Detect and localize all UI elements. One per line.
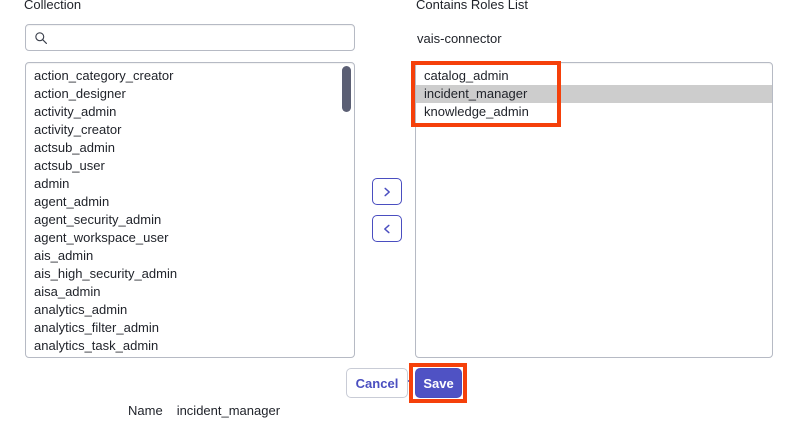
list-item[interactable]: action_category_creator (34, 68, 174, 83)
list-item[interactable]: agent_workspace_user (34, 230, 169, 245)
move-right-button[interactable] (372, 178, 402, 205)
list-item[interactable]: agent_admin (34, 194, 110, 209)
list-item[interactable]: activity_creator (34, 122, 122, 137)
name-label: Name (128, 403, 163, 418)
scrollbar-thumb[interactable] (342, 66, 351, 112)
list-item[interactable]: analytics_admin (34, 302, 128, 317)
list-item[interactable]: agent_security_admin (34, 212, 162, 227)
list-item[interactable]: admin (34, 176, 70, 191)
chevron-right-icon (381, 186, 393, 198)
name-value: incident_manager (176, 403, 281, 418)
save-button[interactable]: Save (415, 368, 462, 398)
list-item[interactable]: actsub_admin (34, 140, 115, 155)
list-item[interactable]: catalog_admin (424, 68, 509, 83)
list-item[interactable]: analytics_viewer (26, 355, 354, 357)
contains-roles-list-label: Contains Roles List (416, 0, 528, 12)
list-item[interactable]: ais_high_security_admin (34, 266, 178, 281)
collection-label: Collection (24, 0, 82, 12)
name-row: Name incident_manager (128, 403, 280, 419)
list-item[interactable]: aisa_admin (34, 284, 101, 299)
list-item[interactable]: ais_admin (34, 248, 94, 263)
list-item[interactable]: activity_admin (34, 104, 117, 119)
chevron-left-icon (381, 223, 393, 235)
list-item[interactable]: analytics_task_admin (34, 338, 159, 353)
list-item[interactable]: knowledge_admin (424, 104, 529, 119)
list-item[interactable]: action_designer (34, 86, 126, 101)
list-item[interactable]: actsub_user (34, 158, 105, 173)
search-box[interactable] (25, 24, 355, 51)
list-item[interactable]: analytics_filter_admin (34, 320, 160, 335)
scrollbar[interactable] (342, 66, 351, 356)
available-roles-list-inner: action_category_creator action_designer … (26, 63, 354, 357)
list-item[interactable]: incident_manager (416, 85, 772, 103)
selected-roles-list-inner: catalog_admin incident_manager knowledge… (416, 63, 772, 357)
move-left-button[interactable] (372, 215, 402, 242)
search-input[interactable] (55, 24, 346, 51)
search-icon (34, 31, 48, 45)
scope-value: vais-connector (417, 31, 502, 46)
selected-roles-list[interactable]: catalog_admin incident_manager knowledge… (415, 62, 773, 358)
cancel-button[interactable]: Cancel (346, 368, 408, 398)
available-roles-list[interactable]: action_category_creator action_designer … (25, 62, 355, 358)
